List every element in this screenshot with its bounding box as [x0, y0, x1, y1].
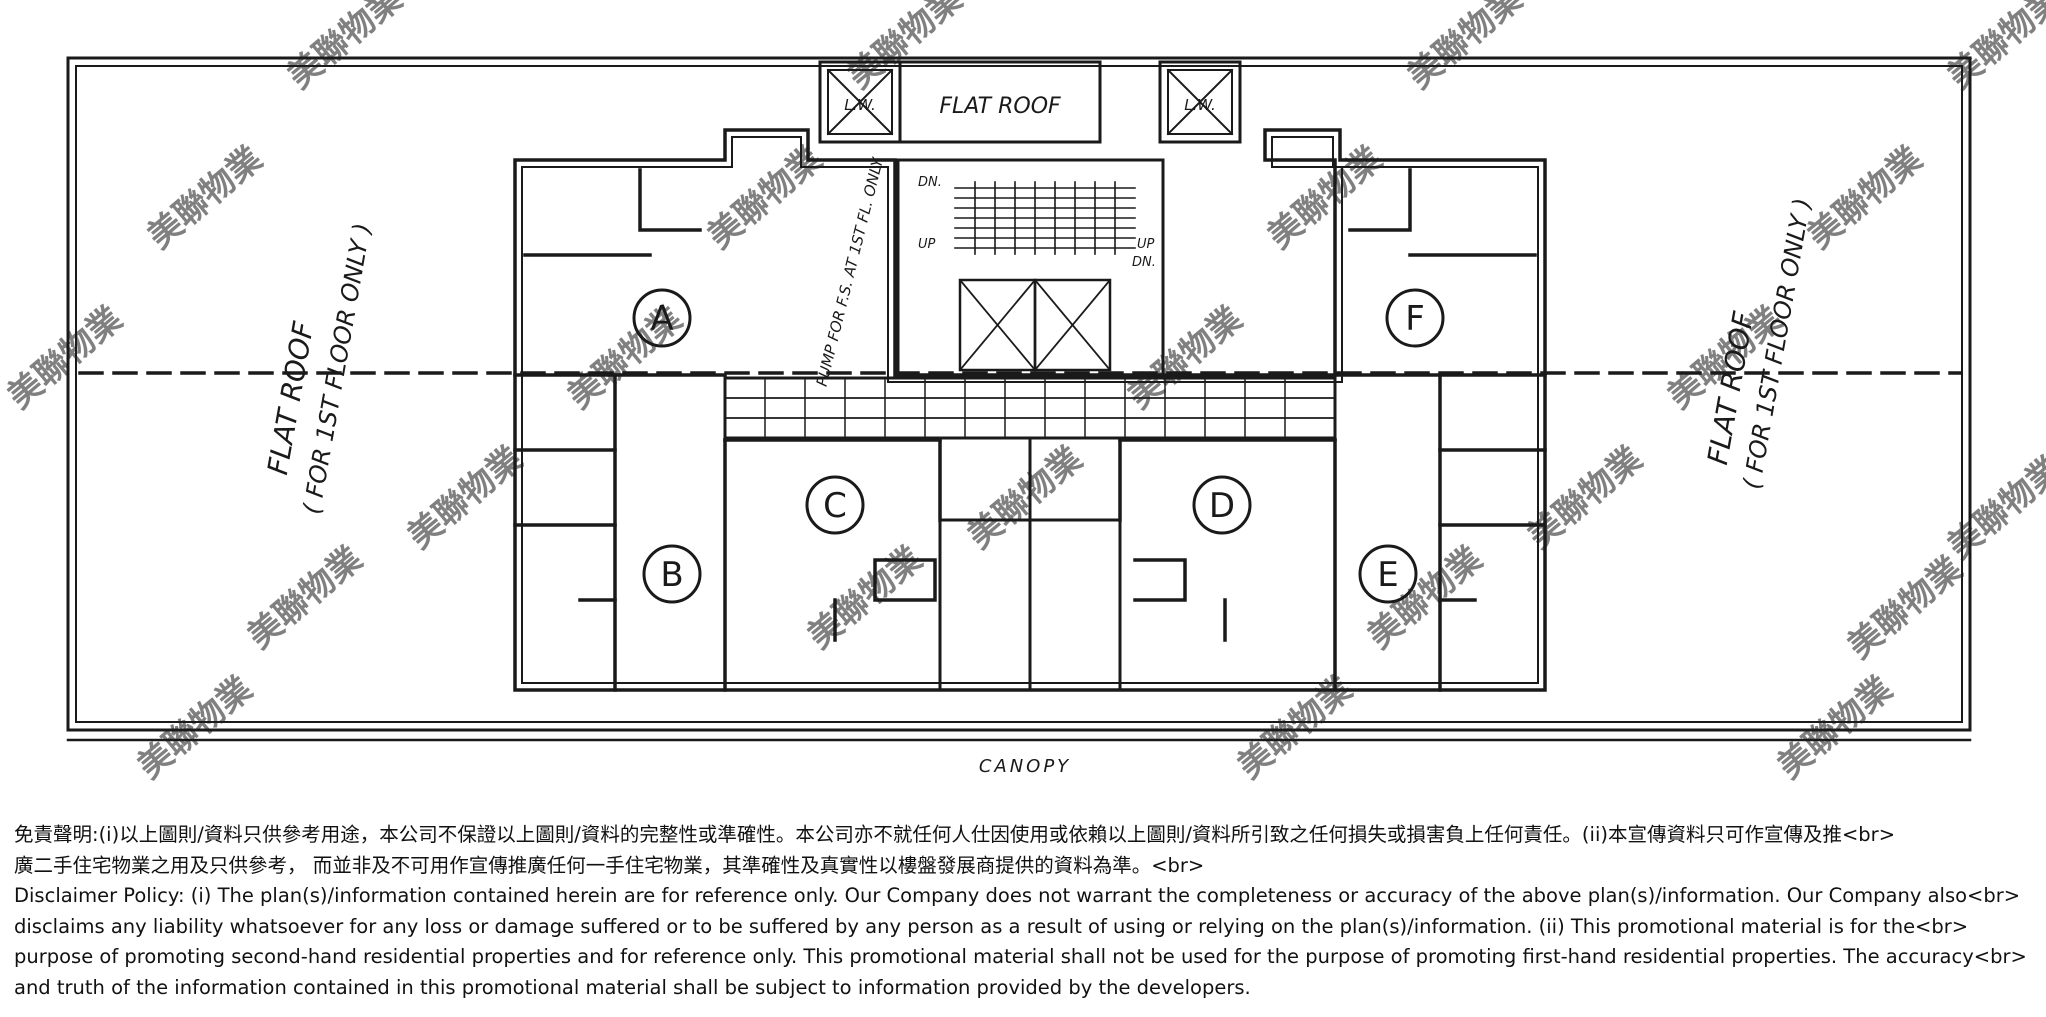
site-boundary-inner: [75, 65, 1963, 723]
watermark: 美聯物業: [400, 439, 530, 557]
partitions-right: [1118, 168, 1547, 692]
watermark: 美聯物業: [1520, 439, 1650, 557]
watermark: 美聯物業: [700, 139, 830, 257]
watermark: 美聯物業: [0, 299, 130, 417]
watermark: 美聯物業: [1840, 549, 1970, 667]
disclaimer-zh-line-1: 免責聲明:(i)以上圖則/資料只供參考用途，本公司不保證以上圖則/資料的完整性或…: [14, 823, 1896, 846]
watermark: 美聯物業: [1800, 139, 1930, 257]
stair-up-right: UP: [1137, 237, 1155, 252]
site-boundary-outer: [66, 56, 1972, 732]
watermark: 美聯物業: [240, 539, 370, 657]
unit-d-circle: [1192, 475, 1252, 535]
lw-left-label: L.W.: [844, 96, 876, 114]
building-outline-inner: [521, 136, 1539, 684]
flat-roof-top-label: FLAT ROOF: [939, 94, 1061, 119]
unit-a-label: A: [650, 299, 673, 339]
lw-right-label: L.W.: [1184, 96, 1216, 114]
stair-treads: [954, 181, 1136, 255]
corridor: [723, 376, 1337, 440]
disclaimer-en-line-4: and truth of the information contained i…: [14, 975, 1251, 999]
unit-d-label: D: [1209, 486, 1235, 526]
floor-plan: 美聯物業 美聯物業 美聯物業 美聯物業 美聯物業 美聯物業 美聯物業 美聯物業 …: [0, 0, 2046, 787]
unit-f-label: F: [1405, 299, 1425, 339]
watermark: 美聯物業: [280, 0, 410, 97]
canopy-label: CANOPY: [979, 756, 1071, 777]
disclaimer-en-line-3: purpose of promoting second-hand residen…: [14, 945, 2027, 969]
watermark: 美聯物業: [1940, 0, 2046, 97]
disclaimer-en-line-1: Disclaimer Policy: (i) The plan(s)/infor…: [14, 884, 2021, 908]
lift-well-right: [1158, 60, 1242, 144]
watermark: 美聯物業: [960, 439, 1090, 557]
building-outline: [513, 128, 1547, 692]
unit-e-circle: [1358, 544, 1418, 604]
watermark: 美聯物業: [1120, 299, 1250, 417]
watermark: 美聯物業: [1230, 669, 1360, 787]
disclaimer-en-line-2: disclaims any liability whatsoever for a…: [14, 914, 1969, 938]
unit-c-label: C: [823, 486, 847, 526]
watermark: 美聯物業: [130, 669, 260, 787]
watermark: 美聯物業: [800, 539, 930, 657]
stair-dn-left: DN.: [918, 175, 942, 190]
disclaimer-zh-line-2: 廣二手住宅物業之用及只供參考， 而並非及不可用作宣傳推廣任何一手住宅物業，其準確…: [14, 853, 1205, 877]
unit-e-label: E: [1377, 555, 1398, 595]
watermark: 美聯物業: [1940, 449, 2046, 567]
stair-dn-right: DN.: [1132, 255, 1156, 270]
watermark: 美聯物業: [140, 139, 270, 257]
watermark: 美聯物業: [840, 0, 970, 97]
partitions-left: [513, 168, 942, 692]
watermark: 美聯物業: [1400, 0, 1530, 97]
disclaimer: 免責聲明:(i)以上圖則/資料只供參考用途，本公司不保證以上圖則/資料的完整性或…: [14, 820, 2034, 1004]
lift-right: [1033, 278, 1112, 372]
unit-b-circle: [642, 544, 702, 604]
watermark: 美聯物業: [1260, 139, 1390, 257]
unit-a-circle: [632, 288, 692, 348]
unit-b-label: B: [660, 555, 683, 595]
stair-up-left: UP: [918, 237, 936, 252]
flat-roof-top: [898, 60, 1102, 144]
pump-note: PUMP FOR F.S. AT 1ST FL. ONLY.: [813, 153, 888, 388]
stair-core: [896, 158, 1165, 377]
unit-c-circle: [805, 475, 865, 535]
watermark: 美聯物業: [1770, 669, 1900, 787]
unit-f-circle: [1385, 288, 1445, 348]
